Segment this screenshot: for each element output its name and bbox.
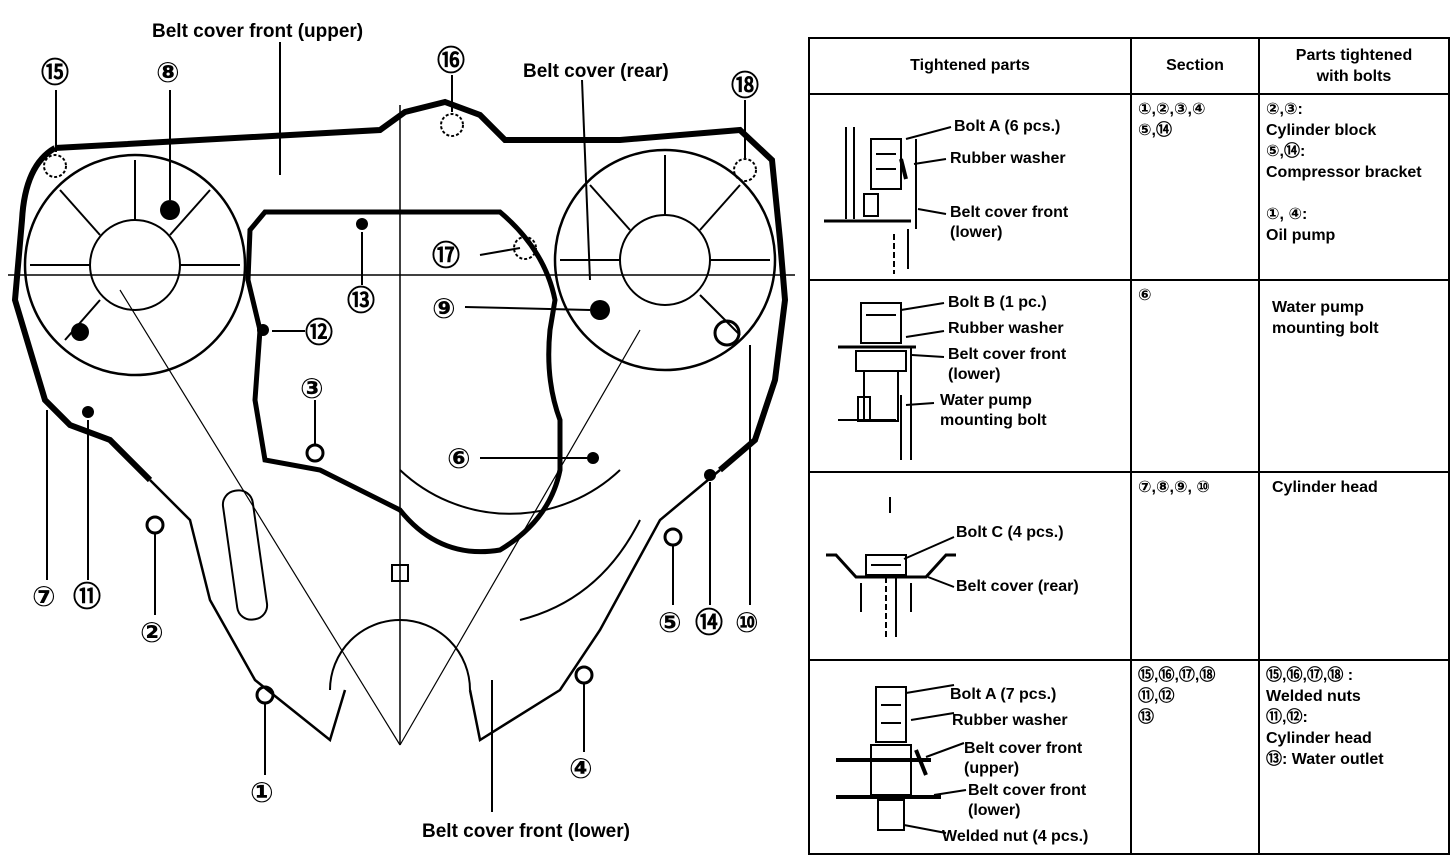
header-section: Section	[1130, 37, 1260, 95]
callout-bolt-c: Bolt C (4 pcs.)	[956, 524, 1064, 541]
dowel-square	[391, 564, 409, 582]
bolt-number-9: ⑨	[432, 293, 456, 324]
bolt-c-sketch	[826, 497, 956, 637]
row1-section: ①,②,③,④ ⑤,⑭	[1130, 93, 1260, 281]
callout-rubber-washer: Rubber washer	[952, 712, 1068, 729]
bolt-number-16: ⑯	[437, 44, 465, 76]
diagonal-line-left	[119, 289, 401, 746]
belt-cover-rear-outline	[245, 209, 563, 555]
callout-belt-cover-front-upper: Belt cover front (upper)	[964, 740, 1083, 777]
bolt-number-8: ⑧	[156, 57, 180, 88]
row2-parts: Water pump mounting bolt	[1258, 279, 1450, 473]
belt-cover-left-outline	[11, 145, 153, 483]
callout-bolt-a-7: Bolt A (7 pcs.)	[950, 686, 1057, 703]
bolt-a-6-sketch	[824, 126, 952, 274]
lower-cover-cutout	[329, 619, 471, 691]
row3-tightened-parts: Bolt C (4 pcs.) Belt cover (rear)	[808, 471, 1132, 661]
camshaft-sprocket-left	[23, 153, 247, 377]
row1-parts: ②,③: Cylinder block ⑤,⑭: Compressor brac…	[1258, 93, 1450, 281]
bolt-number-callouts: ⑮ ⑧ ⑯ ⑱ ⑰ ⑨ ⑬ ⑫ ③ ⑥ ⑦ ⑪ ② ① ④ ⑤ ⑭ ⑩	[32, 44, 759, 808]
sprocket-hub-left	[89, 219, 181, 311]
label-belt-cover-rear: Belt cover (rear)	[523, 61, 669, 82]
label-belt-cover-front-lower: Belt cover front (lower)	[422, 821, 630, 842]
bolt-number-7: ⑦	[32, 581, 56, 612]
table-row: Bolt A (6 pcs.) Rubber washer Belt cover…	[808, 93, 1450, 281]
bolt-b-sketch	[838, 302, 945, 460]
row4-parts: ⑮,⑯,⑰,⑱ : Welded nuts ⑪,⑫: Cylinder head…	[1258, 659, 1450, 855]
callout-bolt-b: Bolt B (1 pc.)	[948, 294, 1047, 311]
bolt-number-5: ⑤	[658, 607, 682, 638]
callout-belt-cover-front-lower: Belt cover front (lower)	[950, 204, 1069, 241]
sprocket-hub-right	[619, 214, 711, 306]
bolt-number-4: ④	[569, 753, 593, 784]
belt-cover-front-upper-outline	[54, 98, 789, 473]
belt-cover-front-lower-outline	[149, 469, 721, 743]
callout-belt-cover-front-lower: Belt cover front (lower)	[948, 346, 1067, 383]
bolt-specification-table: Tightened parts Section Parts tightened …	[808, 37, 1450, 855]
slot-left	[221, 489, 269, 621]
bolt-number-14: ⑭	[695, 606, 723, 638]
callout-rubber-washer: Rubber washer	[950, 150, 1066, 167]
table-row: Bolt C (4 pcs.) Belt cover (rear) ⑦,⑧,⑨,…	[808, 471, 1450, 661]
leader-lines	[46, 42, 751, 812]
bolt-number-3: ③	[300, 373, 324, 404]
bolt-number-17: ⑰	[432, 239, 460, 271]
bolt-a-7-sketch	[836, 684, 967, 834]
belt-cover-diagram: Belt cover front (upper) Belt cover (rea…	[8, 21, 795, 842]
bolt-number-12: ⑫	[305, 316, 333, 348]
table-row: Bolt A (7 pcs.) Rubber washer Belt cover…	[808, 659, 1450, 855]
callout-bolt-a-6: Bolt A (6 pcs.)	[954, 118, 1061, 135]
table-header-row: Tightened parts Section Parts tightened …	[808, 37, 1450, 95]
bolt-number-1: ①	[250, 777, 274, 808]
camshaft-sprocket-right	[553, 148, 777, 372]
callout-rubber-washer: Rubber washer	[948, 320, 1064, 337]
sprocket-spokes	[30, 155, 770, 341]
row2-section: ⑥	[1130, 279, 1260, 473]
bolt-number-15: ⑮	[41, 56, 69, 88]
bolt-number-18: ⑱	[731, 69, 759, 101]
bolt-number-6: ⑥	[447, 443, 471, 474]
header-tightened-parts: Tightened parts	[808, 37, 1132, 95]
crankshaft-pulley-arc	[399, 469, 621, 515]
bolt-number-11: ⑪	[73, 580, 101, 612]
row1-tightened-parts: Bolt A (6 pcs.) Rubber washer Belt cover…	[808, 93, 1132, 281]
bolt-number-10: ⑩	[735, 607, 759, 638]
table-row: Bolt B (1 pc.) Rubber washer Belt cover …	[808, 279, 1450, 473]
bolt-number-13: ⑬	[347, 284, 375, 316]
slot-right	[519, 519, 641, 621]
label-belt-cover-front-upper: Belt cover front (upper)	[152, 21, 363, 42]
callout-belt-cover-rear: Belt cover (rear)	[956, 578, 1079, 595]
bolt-number-2: ②	[140, 617, 164, 648]
header-parts-tightened: Parts tightened with bolts	[1258, 37, 1450, 95]
row4-tightened-parts: Bolt A (7 pcs.) Rubber washer Belt cover…	[808, 659, 1132, 855]
row4-section: ⑮,⑯,⑰,⑱ ⑪,⑫ ⑬	[1130, 659, 1260, 855]
row3-section: ⑦,⑧,⑨, ⑩	[1130, 471, 1260, 661]
row3-parts: Cylinder head	[1258, 471, 1450, 661]
callout-water-pump-mounting-bolt: Water pump mounting bolt	[940, 392, 1047, 429]
callout-belt-cover-front-lower: Belt cover front (lower)	[968, 782, 1087, 819]
row2-tightened-parts: Bolt B (1 pc.) Rubber washer Belt cover …	[808, 279, 1132, 473]
callout-welded-nut: Welded nut (4 pcs.)	[942, 828, 1089, 845]
